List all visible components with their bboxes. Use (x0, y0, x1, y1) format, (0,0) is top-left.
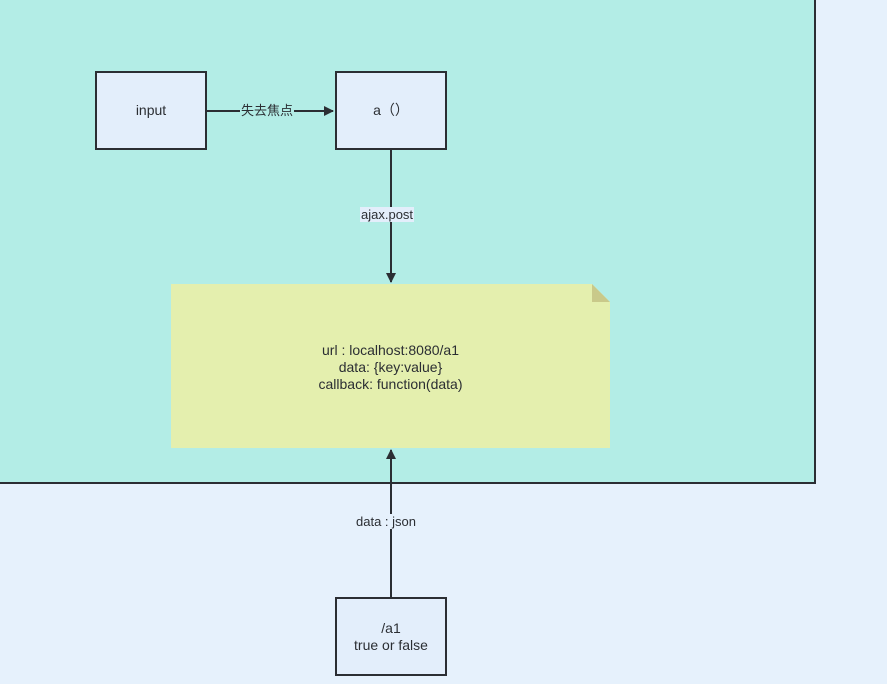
a-function-node-label: a（） (373, 102, 409, 118)
note-url-line: url : localhost:8080/a1 (322, 341, 459, 358)
endpoint-node[interactable]: /a1 true or false (335, 597, 447, 676)
edge-label-data-json: data : json (355, 514, 417, 529)
input-node-label: input (135, 102, 167, 118)
note-shape (171, 284, 610, 448)
a-function-node[interactable]: a（） (335, 71, 447, 150)
note-callback-line: callback: function(data) (318, 375, 463, 392)
request-note[interactable]: url : localhost:8080/a1 data: {key:value… (171, 284, 610, 448)
edge-label-ajax-post: ajax.post (360, 207, 415, 222)
note-data-line: data: {key:value} (338, 358, 443, 375)
input-node[interactable]: input (95, 71, 207, 150)
edge-label-lose-focus: 失去焦点 (240, 103, 295, 118)
endpoint-path-label: /a1 (381, 619, 401, 636)
endpoint-result-label: true or false (354, 636, 428, 653)
